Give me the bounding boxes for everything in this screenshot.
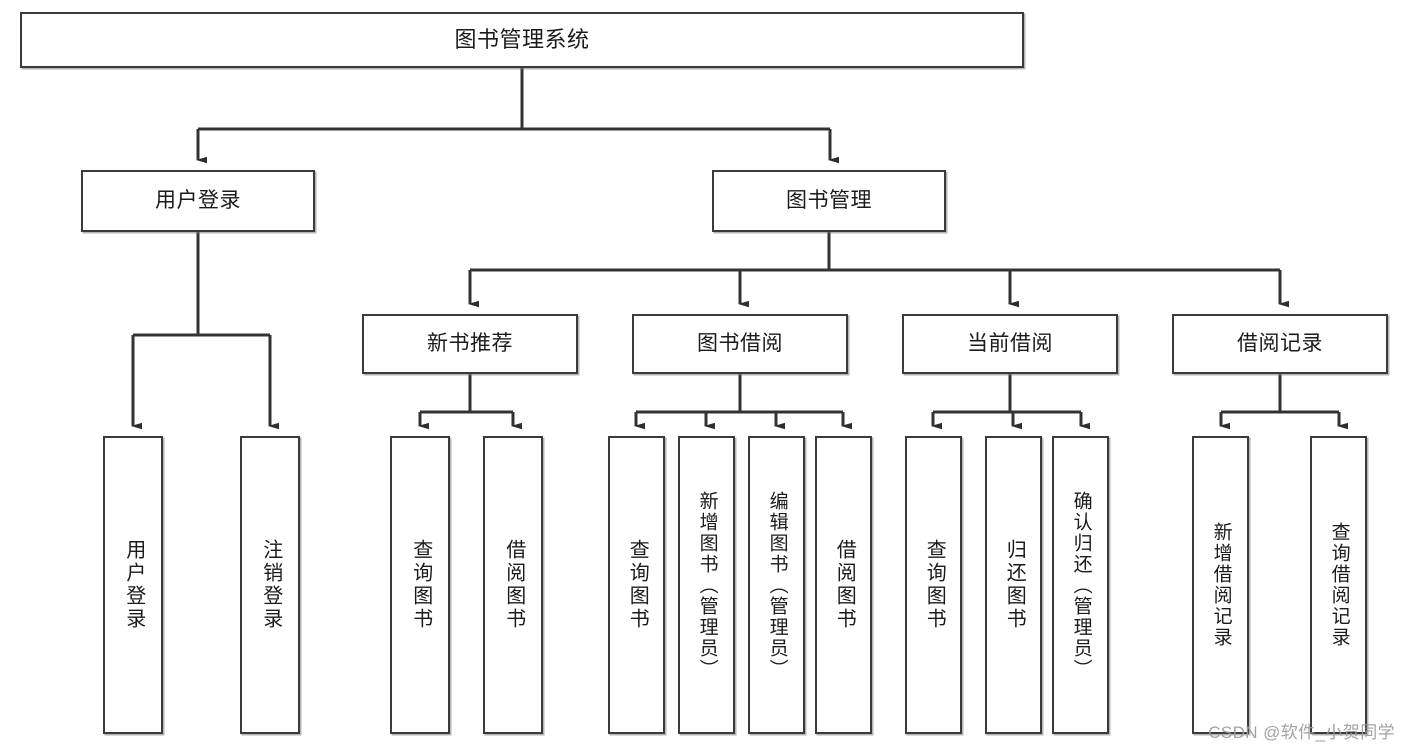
node-label: 借阅图书 [502,539,525,631]
node-label: 查询借阅记录 [1328,522,1350,648]
node-borrow-record[interactable]: 借阅记录 [1172,314,1388,374]
node-leaf-add-book[interactable]: 新增图书（管理员） [678,436,735,734]
node-leaf-borrow-book-1[interactable]: 借阅图书 [483,436,543,734]
node-book-manage[interactable]: 图书管理 [712,170,946,232]
node-label: 编辑图书（管理员） [766,490,788,680]
node-label: 查询图书 [626,539,649,631]
node-label: 用户登录 [122,539,145,631]
node-leaf-query-book-3[interactable]: 查询图书 [905,436,962,734]
node-label: 图书管理 [786,189,872,213]
node-root-system[interactable]: 图书管理系统 [20,12,1024,68]
node-leaf-logout[interactable]: 注销登录 [240,436,300,734]
node-label: 新增图书（管理员） [696,490,718,680]
node-label: 注销登录 [259,539,282,631]
node-leaf-borrow-book-2[interactable]: 借阅图书 [815,436,872,734]
node-label: 新增借阅记录 [1210,522,1232,648]
node-leaf-query-book-1[interactable]: 查询图书 [390,436,450,734]
node-label: 当前借阅 [967,332,1053,356]
node-leaf-confirm-return[interactable]: 确认归还（管理员） [1052,436,1109,734]
node-label: 归还图书 [1003,539,1026,631]
node-label: 借阅图书 [833,539,856,631]
node-label: 图书借阅 [697,332,783,356]
node-current-borrow[interactable]: 当前借阅 [902,314,1118,374]
node-label: 用户登录 [155,189,241,213]
node-leaf-add-record[interactable]: 新增借阅记录 [1192,436,1249,734]
node-new-book-rec[interactable]: 新书推荐 [362,314,578,374]
node-label: 新书推荐 [427,332,513,356]
node-leaf-query-book-2[interactable]: 查询图书 [608,436,665,734]
node-label: 图书管理系统 [454,26,590,52]
node-label: 查询图书 [923,539,946,631]
node-user-login[interactable]: 用户登录 [81,170,315,232]
watermark-text: CSDN @软件_小贺同学 [1208,723,1395,742]
node-label: 确认归还（管理员） [1070,490,1092,680]
node-leaf-query-record[interactable]: 查询借阅记录 [1310,436,1367,734]
node-book-borrow[interactable]: 图书借阅 [632,314,848,374]
node-leaf-edit-book[interactable]: 编辑图书（管理员） [748,436,805,734]
node-label: 借阅记录 [1237,332,1323,356]
node-leaf-user-login[interactable]: 用户登录 [103,436,163,734]
node-label: 查询图书 [409,539,432,631]
node-leaf-return-book[interactable]: 归还图书 [985,436,1042,734]
